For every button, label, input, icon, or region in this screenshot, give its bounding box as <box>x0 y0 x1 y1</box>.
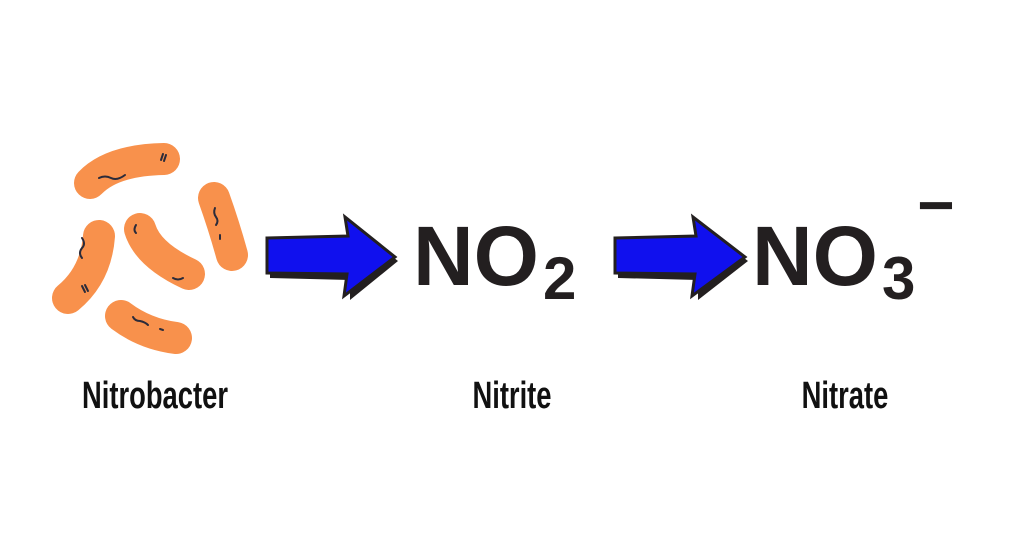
arrow-icon <box>265 213 398 300</box>
nitrate-label: Nitrate <box>802 375 889 417</box>
formula-main: NO3− <box>752 169 955 312</box>
organism-label: Nitrobacter <box>82 375 228 417</box>
nitrite-formula: NO2 <box>413 209 576 312</box>
bacterium <box>198 182 248 271</box>
bacteria-cluster-icon <box>52 143 248 354</box>
bacterium <box>74 143 180 199</box>
nitrate-formula: NO3− <box>752 169 955 312</box>
bacterium <box>124 213 205 290</box>
arrow-icon <box>613 213 748 300</box>
formula-main: NO2 <box>413 209 576 312</box>
bacterium <box>52 220 115 314</box>
bacterium <box>105 300 192 354</box>
nitrite-label: Nitrite <box>472 375 551 417</box>
